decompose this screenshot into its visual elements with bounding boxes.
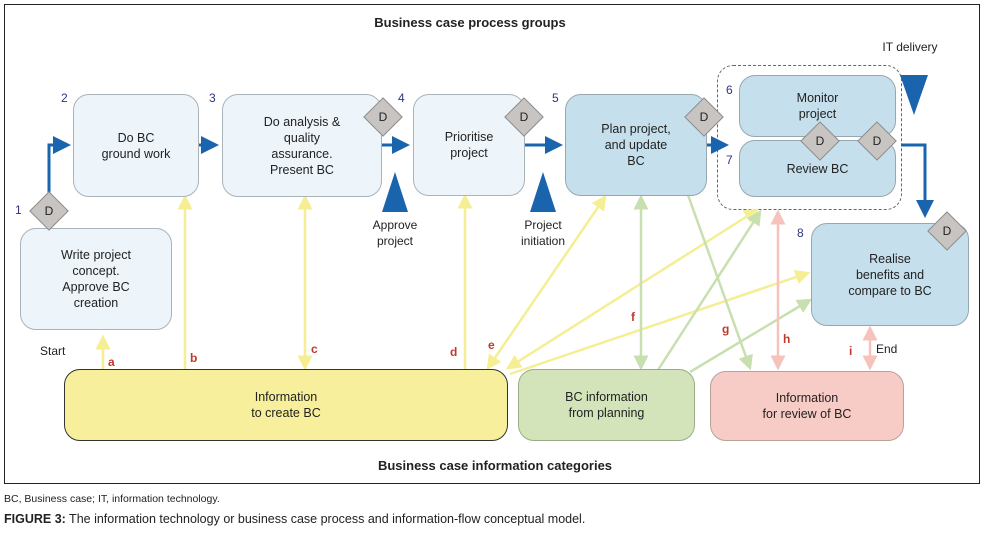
flow-letter-c: c bbox=[311, 342, 318, 356]
approve-project-triangle bbox=[382, 172, 408, 212]
flow-letter-d: d bbox=[450, 345, 458, 359]
flow-e3 bbox=[509, 269, 811, 376]
step-number-3: 3 bbox=[209, 91, 216, 105]
info-categories-title: Business case information categories bbox=[377, 458, 613, 473]
flow-g bbox=[686, 194, 753, 371]
approve-project-label: Approve project bbox=[372, 218, 418, 248]
step-number-1: 1 bbox=[15, 203, 22, 217]
start-label: Start bbox=[40, 344, 66, 358]
flow-letter-i: i bbox=[849, 344, 853, 358]
step-2-box: Do BC ground work bbox=[73, 94, 199, 197]
step-number-5: 5 bbox=[552, 91, 559, 105]
step-4-box: Prioritise project bbox=[413, 94, 525, 196]
process-groups-title: Business case process groups bbox=[374, 15, 566, 30]
decision-diamond-7: D bbox=[857, 121, 897, 161]
flow-e2 bbox=[505, 208, 760, 370]
decision-diamond-5: D bbox=[684, 97, 724, 137]
step-number-8: 8 bbox=[797, 226, 804, 240]
step-number-6: 6 bbox=[726, 83, 733, 97]
step-5-box: Plan project, and update BC bbox=[565, 94, 707, 196]
project-initiation-triangle bbox=[530, 172, 556, 212]
flow-letter-b: b bbox=[190, 351, 198, 365]
info-for-review-box: Information for review of BC bbox=[710, 371, 904, 441]
flow-g3 bbox=[689, 298, 813, 374]
flow-7-8 bbox=[901, 143, 934, 218]
footnote: BC, Business case; IT, information techn… bbox=[4, 493, 220, 505]
figure-frame bbox=[4, 4, 980, 484]
decision-diamond-8: D bbox=[927, 211, 967, 251]
bc-info-from-planning-box: BC information from planning bbox=[518, 369, 695, 441]
it-delivery-triangle bbox=[900, 75, 928, 115]
it-delivery-label: IT delivery bbox=[882, 40, 938, 54]
flow-1-2 bbox=[47, 136, 71, 200]
decision-diamond-4: D bbox=[504, 97, 544, 137]
step-3-box: Do analysis & quality assurance. Present… bbox=[222, 94, 382, 197]
caption-text: The information technology or business c… bbox=[65, 512, 586, 526]
decision-diamond-3: D bbox=[363, 97, 403, 137]
decision-diamond-1: D bbox=[29, 191, 69, 231]
flow-letter-a: a bbox=[108, 355, 115, 369]
info-to-create-bc-box: Information to create BC bbox=[64, 369, 508, 441]
step-number-7: 7 bbox=[726, 153, 733, 167]
flow-letter-h: h bbox=[783, 332, 791, 346]
flow-letter-f: f bbox=[631, 310, 635, 324]
decision-diamond-6: D bbox=[800, 121, 840, 161]
project-initiation-label: Project initiation bbox=[520, 218, 566, 248]
caption-label: FIGURE 3: bbox=[4, 512, 66, 526]
flow-letter-e: e bbox=[488, 338, 495, 352]
figure-caption: FIGURE 3: The information technology or … bbox=[4, 512, 585, 526]
end-label: End bbox=[876, 342, 898, 356]
step-number-4: 4 bbox=[398, 91, 405, 105]
flow-letter-g: g bbox=[722, 322, 730, 336]
step-number-2: 2 bbox=[61, 91, 68, 105]
flow-g2 bbox=[656, 209, 762, 371]
step-1-box: Write project concept. Approve BC creati… bbox=[20, 228, 172, 330]
